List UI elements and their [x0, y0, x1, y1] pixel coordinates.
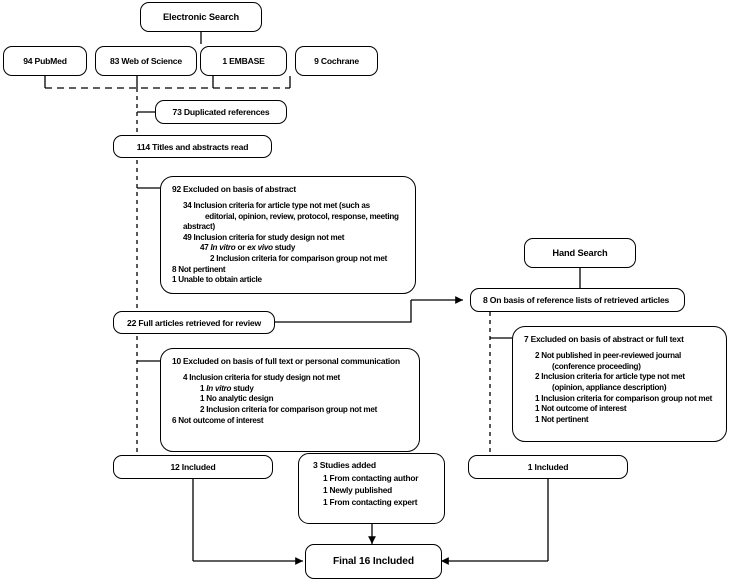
hand-search-excluded-item-5: 1 Not outcome of interest: [535, 404, 627, 414]
hand-search-excluded-box: 7 Excluded on basis of abstract or full …: [512, 326, 727, 442]
electronic-search-header: Electronic Search: [140, 2, 262, 32]
source-box-pubmed: 94 PubMed: [3, 46, 87, 76]
full-articles-box: 22 Full articles retrieved for review: [113, 311, 275, 334]
titles-abstracts-read-label: 114 Titles and abstracts read: [136, 141, 249, 152]
source-label-web-of-science: 83 Web of Science: [110, 56, 182, 66]
source-box-embase: 1 EMBASE: [200, 46, 287, 76]
studies-added-item-2: 1 From contacting expert: [323, 497, 418, 508]
excluded-on-abstract-item-3: 2 Inclusion criteria for comparison grou…: [210, 253, 388, 263]
electronic-search-label: Electronic Search: [163, 12, 239, 22]
excluded-on-abstract-item-0: 34 Inclusion criteria for article type n…: [183, 201, 399, 232]
studies-added-list: 1 From contacting author 1 Newly publish…: [313, 472, 436, 508]
source-box-cochrane: 9 Cochrane: [295, 46, 378, 76]
excluded-fulltext-item-4: 6 Not outcome of interest: [172, 415, 264, 425]
hand-search-label: Hand Search: [552, 248, 608, 258]
excluded-fulltext-title: 10 Excluded on basis of full text or per…: [172, 356, 400, 366]
hand-search-excluded-item-1: (conference proceeding): [552, 361, 641, 371]
hand-search-excluded-item-0: 2 Not published in peer-reviewed journal: [535, 351, 682, 360]
reference-lists-label: 8 On basis of reference lists of retriev…: [483, 295, 670, 305]
source-box-web-of-science: 83 Web of Science: [95, 46, 197, 76]
final-included-label: Final 16 Included: [333, 556, 414, 567]
electronic-included-box: 12 Included: [113, 455, 273, 479]
source-label-pubmed: 94 PubMed: [23, 56, 67, 66]
excluded-fulltext-list: 4 Inclusion criteria for study design no…: [172, 373, 410, 426]
excluded-fulltext-item-2: 1 No analytic design: [200, 394, 274, 404]
excluded-on-abstract-item-4: 8 Not pertinent: [172, 264, 226, 274]
excluded-on-abstract-item-1: 49 Inclusion criteria for study design n…: [183, 232, 345, 242]
excluded-on-abstract-item-5: 1 Unable to obtain article: [172, 275, 262, 285]
hand-search-excluded-list: 2 Not published in peer-reviewed journal…: [524, 351, 717, 426]
hand-search-excluded-item-3: (opinion, appliance description): [552, 383, 667, 393]
hand-search-excluded-item-2: 2 Inclusion criteria for article type no…: [535, 372, 685, 382]
excluded-on-abstract-item-2: 47 In vitro or ex vivo study: [200, 243, 296, 253]
hand-search-header: Hand Search: [524, 238, 636, 268]
studies-added-item-1: 1 Newly published: [323, 485, 392, 496]
studies-added-box: 3 Studies added 1 From contacting author…: [298, 453, 445, 524]
excluded-on-abstract-title: 92 Excluded on basis of abstract: [172, 184, 296, 194]
titles-abstracts-read-box: 114 Titles and abstracts read: [113, 135, 272, 158]
hand-search-included-label: 1 Included: [527, 462, 569, 472]
final-included-box: Final 16 Included: [305, 544, 442, 579]
reference-lists-box: 8 On basis of reference lists of retriev…: [470, 288, 685, 312]
hand-search-excluded-item-6: 1 Not pertinent: [535, 415, 589, 425]
studies-added-title: 3 Studies added: [313, 460, 376, 470]
excluded-on-abstract-box: 92 Excluded on basis of abstract 34 Incl…: [160, 176, 416, 294]
hand-search-excluded-item-4: 1 Inclusion criteria for comparison grou…: [535, 393, 713, 403]
hand-search-included-box: 1 Included: [468, 455, 628, 479]
studies-added-item-0: 1 From contacting author: [323, 473, 419, 483]
source-label-cochrane: 9 Cochrane: [314, 56, 359, 66]
duplicated-references-box: 73 Duplicated references: [155, 100, 287, 124]
full-articles-label: 22 Full articles retrieved for review: [127, 317, 261, 328]
source-label-embase: 1 EMBASE: [222, 56, 265, 66]
excluded-fulltext-item-3: 2 Inclusion criteria for comparison grou…: [200, 405, 378, 415]
electronic-included-label: 12 Included: [170, 462, 216, 472]
duplicated-references-label: 73 Duplicated references: [172, 107, 270, 117]
excluded-on-abstract-list: 34 Inclusion criteria for article type n…: [172, 201, 406, 286]
excluded-fulltext-item-0: 4 Inclusion criteria for study design no…: [183, 373, 340, 382]
excluded-fulltext-box: 10 Excluded on basis of full text or per…: [160, 348, 420, 452]
hand-search-excluded-title: 7 Excluded on basis of abstract or full …: [524, 334, 684, 344]
excluded-fulltext-item-1: 1 In vitro study: [200, 383, 254, 393]
